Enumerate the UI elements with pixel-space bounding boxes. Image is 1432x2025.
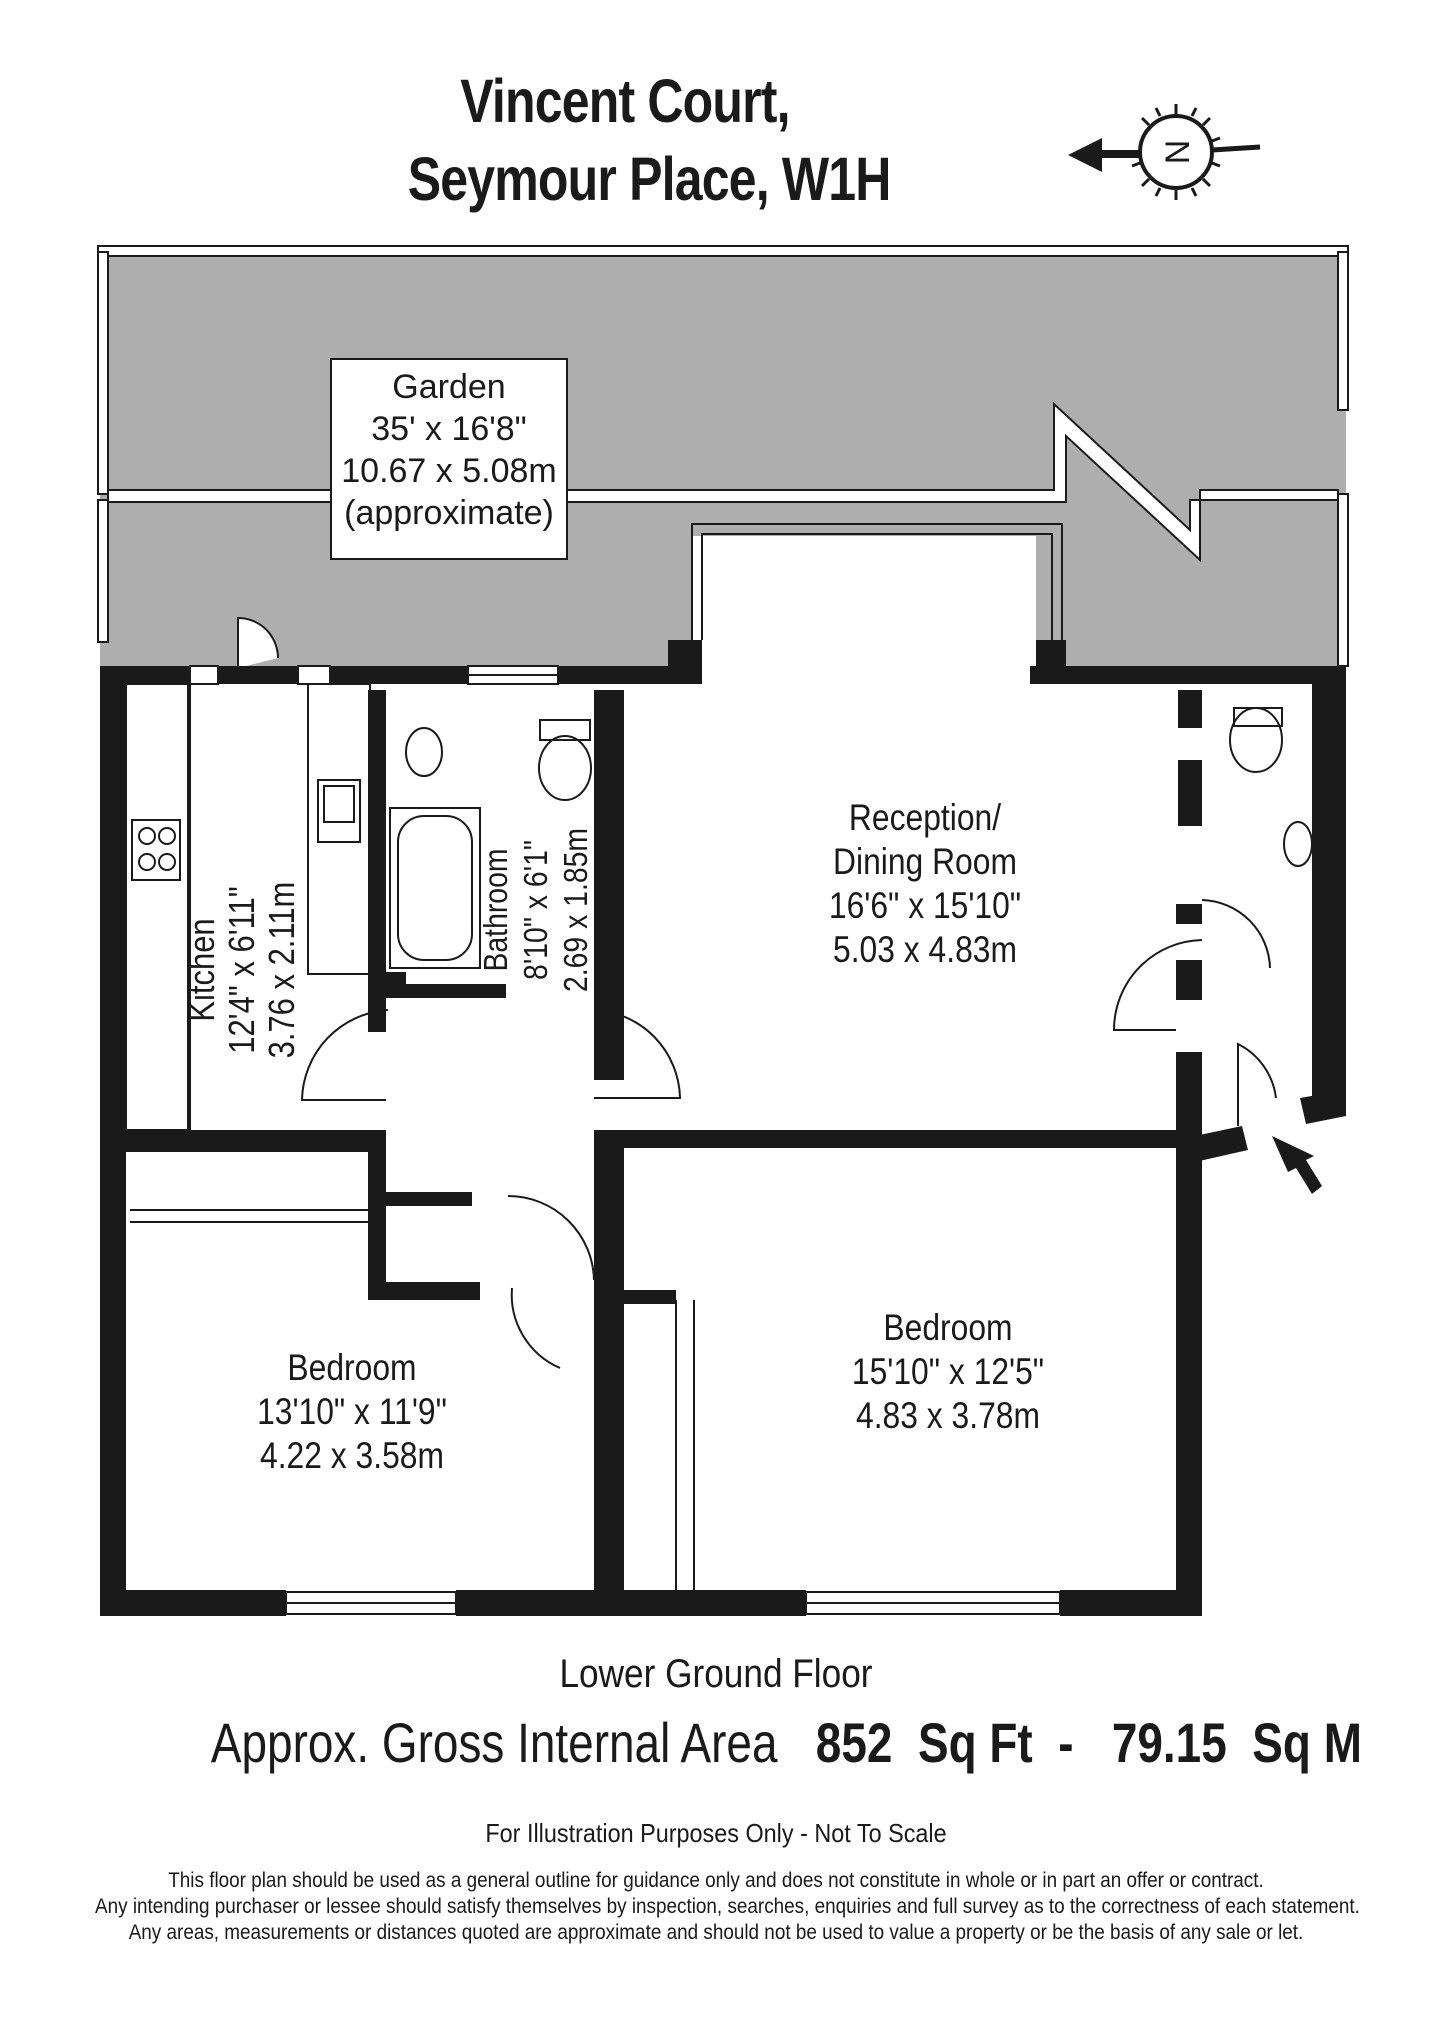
kitchen-metric: 3.76 x 2.11m	[261, 881, 302, 1059]
area-sqft-value: 852	[815, 1711, 893, 1774]
title-line-1: Vincent Court,	[460, 67, 790, 135]
area-sqft-unit: Sq Ft	[917, 1711, 1033, 1774]
bedroom-2-metric: 4.83 x 3.78m	[856, 1395, 1040, 1436]
exterior-walls	[100, 640, 1346, 1616]
property-title: Vincent Court, Seymour Place, W1H	[407, 62, 892, 218]
garden-area	[97, 245, 1349, 668]
disclaimer: This floor plan should be used as a gene…	[95, 1868, 1360, 1946]
title-line-2: Seymour Place, W1H	[407, 145, 892, 213]
garden-name: Garden	[392, 368, 506, 406]
reception-name-2: Dining Room	[833, 841, 1017, 882]
garden-imperial: 35' x 16'8"	[371, 410, 527, 448]
reception-name-1: Reception/	[848, 797, 1002, 838]
illustration-note: For Illustration Purposes Only - Not To …	[485, 1818, 947, 1848]
area-separator: -	[1058, 1711, 1074, 1774]
garden-metric: 10.67 x 5.08m	[341, 452, 557, 490]
interior-walls	[100, 690, 1202, 1616]
bedroom-2-imperial: 15'10" x 12'5"	[851, 1351, 1045, 1392]
bedroom-1-name: Bedroom	[287, 1347, 417, 1388]
bedroom-2-name: Bedroom	[883, 1307, 1013, 1348]
reception-imperial: 16'6" x 15'10"	[828, 885, 1022, 926]
area-sqm-unit: Sq M	[1252, 1711, 1362, 1774]
bathroom-label: Bathroom 8'10" x 6'1" 2.69 x 1.85m	[476, 781, 596, 1039]
fixtures	[125, 680, 1313, 1590]
north-arrow-compass-icon	[1068, 104, 1261, 200]
reception-metric: 5.03 x 4.83m	[833, 929, 1017, 970]
disclaimer-line-2: Any intending purchaser or lessee should…	[95, 1895, 1360, 1918]
entrance-arrow-icon	[1272, 1136, 1322, 1194]
bedroom-2-label: Bedroom 15'10" x 12'5" 4.83 x 3.78m	[828, 1306, 1069, 1438]
bedroom-1-label: Bedroom 13'10" x 11'9" 4.22 x 3.58m	[240, 1346, 464, 1478]
disclaimer-line-1: This floor plan should be used as a gene…	[168, 1869, 1264, 1892]
kitchen-label: Kitchen 12'4" x 6'11" 3.76 x 2.11m	[181, 824, 302, 1116]
bathroom-imperial: 8'10" x 6'1"	[517, 840, 554, 980]
reception-label: Reception/ Dining Room 16'6" x 15'10" 5.…	[783, 796, 1067, 972]
garden-note: (approximate)	[344, 494, 554, 532]
bedroom-1-imperial: 13'10" x 11'9"	[257, 1391, 447, 1432]
disclaimer-line-3: Any areas, measurements or distances quo…	[128, 1921, 1304, 1944]
area-sqm-value: 79.15	[1111, 1711, 1227, 1774]
floor-name: Lower Ground Floor	[559, 1652, 873, 1696]
kitchen-imperial: 12'4" x 6'11"	[221, 886, 262, 1054]
bedroom-1-metric: 4.22 x 3.58m	[260, 1435, 444, 1476]
bathroom-metric: 2.69 x 1.85m	[557, 827, 594, 993]
compass-letter: N	[1159, 140, 1197, 165]
gross-internal-area: Approx. Gross Internal Area 852 Sq Ft - …	[210, 1710, 1362, 1775]
kitchen-name: Kitchen	[181, 918, 222, 1022]
area-prefix: Approx. Gross Internal Area	[210, 1711, 778, 1774]
bathroom-name: Bathroom	[477, 848, 514, 972]
windows	[189, 665, 1061, 1615]
garden-label-box: Garden 35' x 16'8" 10.67 x 5.08m (approx…	[330, 358, 568, 560]
